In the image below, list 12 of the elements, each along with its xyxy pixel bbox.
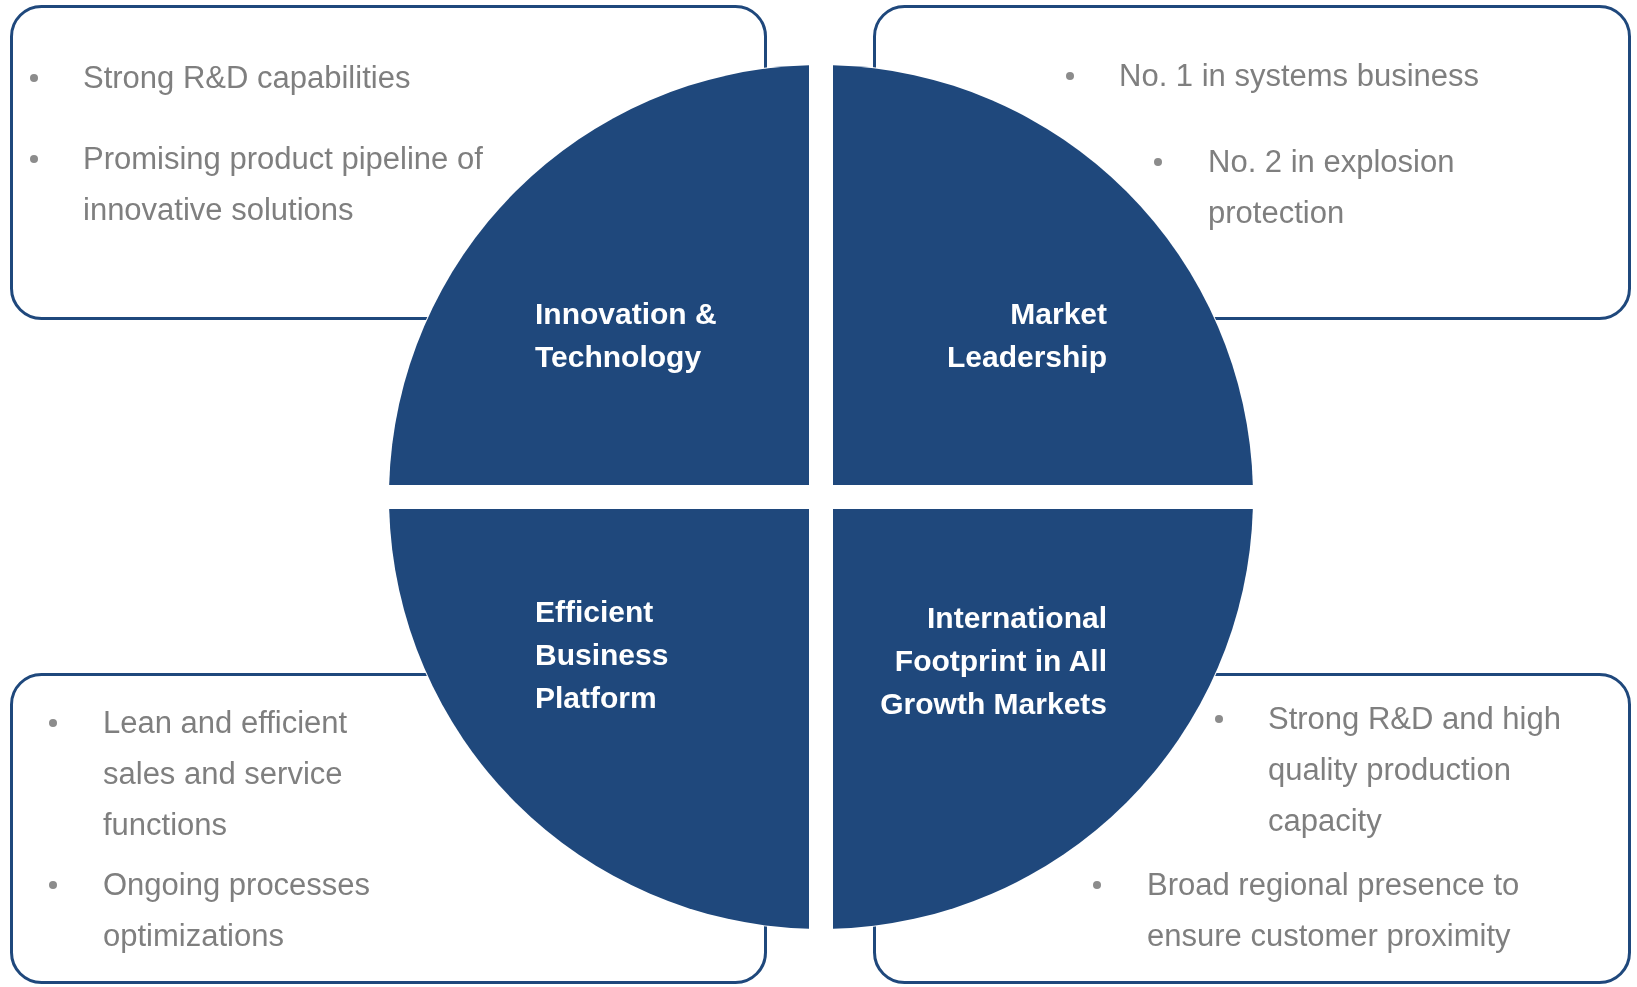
bullet-text: Lean and efficient sales and service functions [103,704,349,844]
bullet-text: Ongoing processes optimizations [103,866,372,955]
bullet-text: No. 2 in explosion protection [1208,143,1456,232]
bullet-text: No. 1 in systems business [1119,57,1481,95]
bullet-text: Broad regional presence to ensure customer proximity [1147,866,1521,955]
bullet-text: Strong R&D and high quality production capacity [1268,700,1562,840]
quadrant-title: International Footprint in All Growth Markets [879,600,1107,722]
bullet-text: Promising product pipeline of innovative solutions [83,140,484,229]
quadrant-title: Market Leadership [945,296,1107,375]
quadrant-title: Innovation & Technology [535,296,718,375]
quadrant-title: Efficient Business Platform [535,594,670,716]
bullet-text: Strong R&D capabilities [83,59,412,97]
